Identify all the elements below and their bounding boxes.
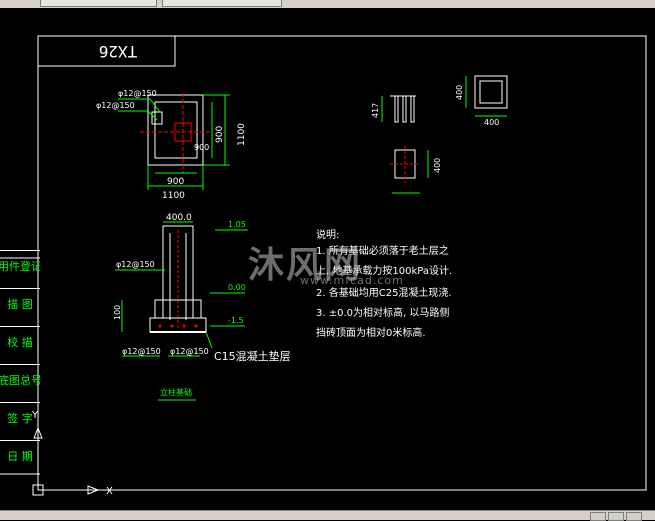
- svg-text:900: 900: [167, 177, 184, 187]
- svg-text:Y: Y: [31, 410, 39, 421]
- notes-header: 说明:: [316, 230, 340, 241]
- notes-line: 1. 所有基础必须落于老土层之: [316, 246, 449, 257]
- title-block-row: 日 期: [0, 440, 40, 471]
- title-block-row: 底图总号: [0, 364, 40, 395]
- svg-text:0.00: 0.00: [228, 283, 246, 292]
- watermark: 沐风网: [248, 245, 363, 286]
- title-block-row: 签 字: [0, 402, 40, 433]
- svg-text:-1.5: -1.5: [228, 316, 244, 325]
- title-block-row: 描 图: [0, 288, 40, 319]
- svg-text:立柱基础: 立柱基础: [160, 387, 192, 397]
- svg-text:φ12@150: φ12@150: [96, 101, 135, 110]
- notes-line: 上, 地基承载力按100kPa设计.: [316, 266, 453, 277]
- foundation-plan: φ12@150 φ12@150 900 1100 900 900 1100: [96, 89, 247, 201]
- svg-text:C15混凝土垫层: C15混凝土垫层: [214, 349, 291, 363]
- title-id-box: [38, 36, 176, 67]
- title-block-frame: [0, 257, 40, 475]
- svg-text:400.0: 400.0: [166, 213, 192, 223]
- svg-text:417: 417: [371, 103, 380, 118]
- svg-text:φ12@150: φ12@150: [116, 260, 155, 269]
- ucs-axis-icon: X Y: [31, 408, 113, 497]
- title-block-row: 用件登记: [0, 250, 40, 281]
- scroll-end-button[interactable]: [626, 512, 642, 521]
- file-tab[interactable]: [40, 0, 157, 7]
- notes-line: 挡砖顶面为相对0米标高.: [316, 328, 426, 339]
- scroll-right-button[interactable]: [608, 512, 624, 521]
- svg-text:400: 400: [484, 118, 499, 127]
- notes-line: 2. 各基础均用C25混凝土现浇.: [316, 288, 452, 299]
- svg-text:400: 400: [455, 85, 464, 100]
- svg-text:400: 400: [433, 158, 442, 173]
- svg-text:1.05: 1.05: [228, 220, 246, 229]
- svg-text:900: 900: [215, 126, 225, 143]
- title-block-row: 校 描: [0, 326, 40, 357]
- scroll-left-button[interactable]: [590, 512, 606, 521]
- column-detail: 417 400 400 400: [371, 75, 508, 194]
- svg-text:X: X: [106, 486, 113, 497]
- svg-text:φ12@150: φ12@150: [170, 347, 209, 356]
- svg-text:φ12@150: φ12@150: [118, 89, 157, 98]
- drawing-canvas[interactable]: TX26 φ12@150 φ12@150: [0, 8, 655, 510]
- layout-tab[interactable]: [162, 0, 282, 7]
- svg-text:1100: 1100: [237, 123, 247, 146]
- foundation-section: 400.0 1.05 0.00 -1.5 100 φ12@150: [113, 213, 291, 401]
- svg-text:900: 900: [194, 143, 209, 152]
- title-id: TX26: [99, 42, 138, 61]
- notes-line: 3. ±0.0为相对标高, 以马路侧: [316, 308, 450, 319]
- cad-drawing[interactable]: TX26 φ12@150 φ12@150: [0, 8, 655, 510]
- watermark-url: www.mfcad.com: [300, 274, 404, 287]
- svg-text:100: 100: [113, 305, 122, 320]
- svg-text:1100: 1100: [162, 191, 185, 201]
- top-toolbar: [0, 0, 655, 8]
- svg-text:φ12@150: φ12@150: [122, 347, 161, 356]
- drawing-frame: [37, 35, 647, 491]
